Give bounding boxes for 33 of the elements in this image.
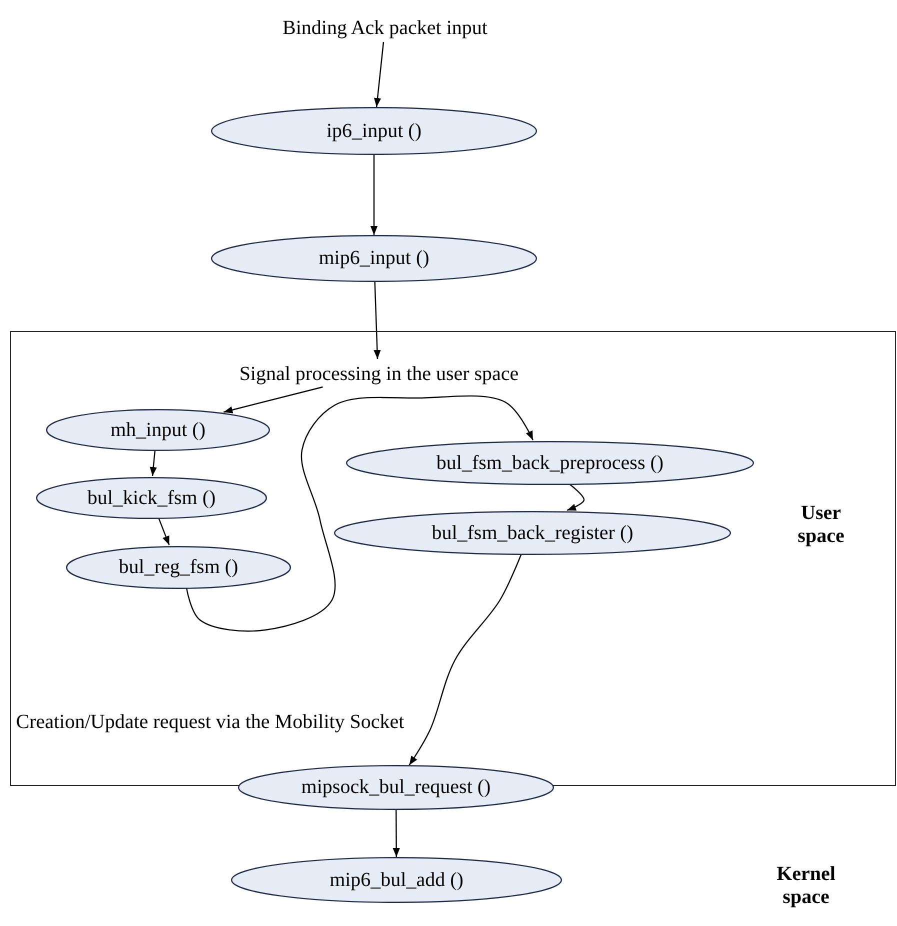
region-label: Kernel space (776, 863, 836, 909)
arrow (186, 395, 534, 632)
function-name: mip6_bul_add () (330, 868, 464, 892)
function-ellipse (66, 546, 291, 589)
function-name: bul_fsm_back_register () (432, 522, 634, 544)
function-ellipse (211, 107, 537, 155)
function-ellipse (334, 511, 731, 555)
arrow (370, 155, 378, 235)
arrow (392, 810, 400, 857)
function-name: bul_reg_fsm () (118, 556, 238, 579)
arrow (150, 450, 157, 476)
arrow (374, 42, 384, 108)
function-name: bul_fsm_back_preprocess () (436, 452, 664, 474)
function-ellipse (346, 441, 754, 485)
function-name: ip6_input () (326, 120, 422, 142)
function-ellipse (46, 409, 270, 451)
arrow (374, 282, 381, 360)
function-ellipse (231, 857, 562, 903)
arrow (223, 386, 323, 414)
function-name: mip6_input () (318, 247, 430, 270)
function-name: mh_input () (110, 418, 206, 442)
function-ellipse (211, 235, 537, 282)
function-ellipse (36, 477, 267, 519)
region-label: User space (796, 502, 846, 548)
arrow (408, 554, 522, 766)
arrow (566, 483, 585, 511)
flow-label: Signal processing in the user space (239, 362, 519, 386)
function-name: mipsock_bul_request () (301, 776, 491, 799)
function-name: bul_kick_fsm () (87, 486, 216, 510)
flow-label: Binding Ack packet input (282, 16, 488, 40)
arrow (158, 518, 170, 546)
annotation-text: Creation/Update request via the Mobility Socket (16, 711, 404, 734)
function-ellipse (238, 765, 554, 810)
